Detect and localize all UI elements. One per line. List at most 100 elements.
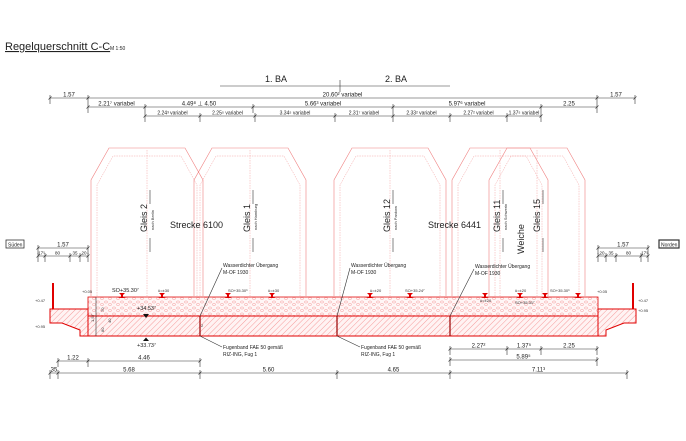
dimension-value: 3.34⁵ variabel — [280, 111, 311, 117]
svg-text:Fugenband FAE 50 gemäß: Fugenband FAE 50 gemäß — [361, 345, 421, 351]
dimension-value: 1.57 — [610, 93, 622, 99]
level-marker — [143, 314, 149, 318]
svg-text:1.57: 1.57 — [90, 313, 95, 322]
line-6100-label: Strecke 6100 — [170, 220, 223, 230]
track-direction: nach Schwerin — [503, 204, 508, 230]
cant-value: ü=±20 — [370, 288, 382, 293]
track-name: Gleis 1 — [242, 204, 252, 232]
dimension-value: 4.46 — [138, 356, 150, 362]
bottom-dimension-row-2: 5.89⁵ — [448, 354, 599, 366]
dimension-value: 20 — [599, 251, 605, 256]
svg-text:80: 80 — [100, 327, 105, 332]
rail-level: SO+35.30⁶ — [228, 288, 248, 293]
clearance-profile — [193, 147, 307, 296]
rail-level-left: SO+35.30⁷ — [112, 287, 139, 294]
drawing-title: Regelquerschnitt C-C — [5, 41, 110, 53]
track-name: Gleis 12 — [382, 199, 392, 232]
south-direction-label: Süden — [5, 239, 25, 249]
dimension-value: 1.22 — [67, 356, 79, 362]
dimension-value: 17⁵ — [38, 251, 45, 256]
right-cantilever — [597, 308, 637, 337]
dimension-value: 2.33² variabel — [406, 111, 436, 117]
dimension-value: 80 — [626, 251, 632, 256]
svg-text:Fugenband FAE 50 gemäß: Fugenband FAE 50 gemäß — [223, 345, 283, 351]
dimension-value: 2.31⁷ variabel — [349, 111, 379, 117]
svg-text:RIZ-ING, Fug 1: RIZ-ING, Fug 1 — [361, 352, 395, 358]
edge-level: +0.95 — [35, 324, 46, 329]
rail-icon — [541, 293, 549, 298]
dimension-row-1: 1.57 20.60² variabel 1.57 — [48, 93, 637, 104]
dimension-value: 35 — [51, 368, 58, 374]
cant-value: ü=±20 — [515, 288, 527, 293]
concrete-slab — [87, 315, 599, 337]
dimension-value: 35 — [608, 251, 614, 256]
dimension-value: 2.27² variabel — [463, 111, 493, 117]
north-direction-label: Norden — [658, 239, 680, 249]
dimension-value: 4.65 — [388, 368, 400, 374]
svg-text:Wasserdichter Übergang: Wasserdichter Übergang — [475, 263, 530, 270]
drawing-scale: M 1:50 — [110, 46, 126, 52]
track-direction: nach Berlin — [150, 210, 155, 230]
clearance-profile — [90, 147, 204, 296]
rail-level: SO+35.30⁶ — [550, 288, 570, 293]
left-edge-dimension: 1.57 — [36, 243, 90, 254]
dimension-lines: 1.57 20.60² variabel 1.57 2.21⁷ variabel 4.4… — [36, 93, 650, 379]
rail-icon — [574, 293, 582, 298]
joint-seal-note-3: Wasserdichter Übergang M-OF 1930 — [449, 263, 530, 317]
cant-value: ü=±30 — [158, 288, 170, 293]
left-railing — [52, 283, 54, 309]
edge-level: +0.47 — [638, 298, 649, 303]
rail-level: SO+35.24⁷ — [405, 288, 425, 293]
dimension-value: 5.68 — [123, 368, 135, 374]
dimension-value: 5.97⁶ variabel — [449, 101, 486, 108]
rail-icon — [268, 293, 276, 298]
section-height-dimensions: 70 80 1.57 40 2 — [90, 297, 204, 336]
dimension-value: 7.11³ — [532, 368, 545, 374]
svg-text:M-OF 1930: M-OF 1930 — [475, 271, 501, 277]
svg-text:M-OF 1930: M-OF 1930 — [223, 270, 249, 276]
dimension-value: 4.49⁸ ⊥ 4.50 — [182, 101, 217, 108]
dimension-value: 2.25 — [563, 102, 575, 108]
line-6441-label: Strecke 6441 — [428, 220, 481, 230]
track-label: Gleis 15 — [532, 190, 544, 252]
bottom-dimension-row-1-left: 1.22 4.46 — [56, 356, 202, 367]
joint-seal-note-2: Wasserdichter Übergang M-OF 1930 — [336, 262, 406, 317]
cant-value: ü=±20 — [480, 298, 492, 303]
slab-bottom-level: +33.73⁷ — [137, 342, 156, 349]
switch-label: Weiche — [516, 224, 526, 254]
dimension-value: 1.37⁵ variabel — [509, 111, 540, 117]
level-marker — [143, 337, 149, 341]
svg-text:2: 2 — [201, 323, 204, 328]
edge-level: +0.95 — [638, 308, 649, 313]
dimension-value: 20.60² variabel — [323, 93, 363, 99]
clearance-profiles — [90, 147, 586, 296]
track-name: Gleis 11 — [492, 200, 502, 232]
dimension-value: 1.57 — [63, 93, 75, 99]
clearance-profile — [451, 147, 549, 296]
rail-icon — [516, 293, 524, 298]
dimension-value: 1.37⁵ — [517, 343, 532, 350]
track-direction: nach Hamburg — [253, 204, 258, 230]
cant-value: ü=±30 — [268, 288, 280, 293]
dimension-value: 2.24³ variabel — [157, 111, 187, 117]
dimension-value: 2.21⁷ variabel — [98, 101, 135, 108]
right-edge-dimension: 1.57 — [596, 243, 650, 254]
edge-level: +0.47 — [35, 298, 46, 303]
rail-level: SO+35.31⁷ — [515, 300, 535, 305]
edge-level: +0.05 — [597, 289, 608, 294]
rail-icon — [158, 293, 166, 298]
rail-icon — [406, 293, 414, 298]
dimension-value: 20 — [81, 251, 87, 256]
dimension-value: 2.27² — [472, 344, 486, 350]
clearance-profile — [333, 147, 447, 296]
